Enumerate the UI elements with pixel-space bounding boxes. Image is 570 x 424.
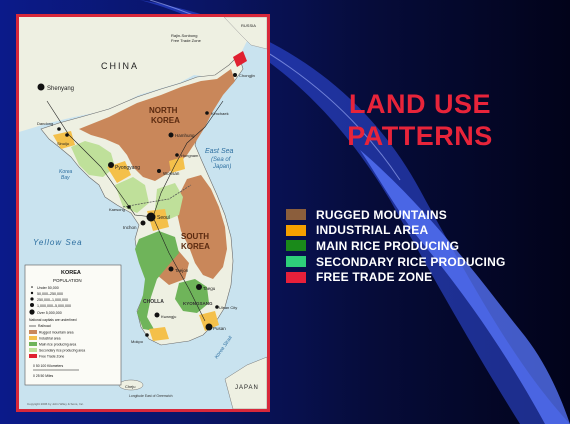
- label-russia: RUSSIA: [241, 23, 256, 28]
- region-cholla: CHOLLA: [143, 299, 164, 305]
- legend-item-main-rice: MAIN RICE PRODUCING: [286, 238, 506, 254]
- inset-area-5: Free Trade Zone: [39, 355, 64, 359]
- inset-railroad: Railroad: [38, 324, 51, 328]
- city-cheju: Cheju: [125, 384, 135, 389]
- map-inset-legend: KOREA POPULATION Under 50,000 50,000–250…: [24, 264, 122, 386]
- slide-title-line2: PATTERNS: [347, 121, 493, 151]
- label-south-2: KOREA: [181, 242, 210, 251]
- legend-item-secondary-rice: SECONDARY RICE PRODUCING: [286, 254, 506, 270]
- inset-pop-4: 1,000,000–5,000,000: [37, 304, 71, 308]
- label-free-trade-2: Free Trade Zone: [171, 38, 202, 43]
- inset-pop-2: 50,000–250,000: [37, 292, 63, 296]
- map-copyright: Copyright 2006 by John Wiley & Sons, Inc…: [27, 402, 84, 406]
- inset-population-heading: POPULATION: [53, 278, 82, 283]
- label-north-2: KOREA: [151, 116, 180, 125]
- city-taegu: Taegu: [203, 286, 216, 291]
- inset-title: KOREA: [61, 270, 81, 276]
- city-mokpo: Mokpo: [131, 339, 144, 344]
- map-graphic: CHINA RUSSIA Rajin-Sonbong Free Trade Zo…: [19, 17, 267, 409]
- legend-swatch-main-rice: [286, 240, 306, 252]
- label-japan: JAPAN: [235, 385, 259, 391]
- region-kyongsang: KYONGSANG: [183, 301, 213, 306]
- city-dandong: Dandong: [37, 121, 53, 126]
- city-kimchaek: Kimchaek: [211, 111, 229, 116]
- city-hamhung: Hamhung: [175, 133, 195, 138]
- city-wonsan: Wonsan: [163, 171, 180, 176]
- legend-swatch-free-trade-zone: [286, 271, 306, 283]
- legend-label: RUGGED MOUNTAINS: [316, 207, 447, 222]
- city-kwangju: Kwangju: [161, 314, 176, 319]
- label-south-1: SOUTH: [181, 232, 209, 241]
- label-china: CHINA: [101, 61, 139, 71]
- city-shenyang: Shenyang: [47, 86, 74, 92]
- slide-title-line1: LAND USE: [348, 89, 491, 119]
- legend-swatch-secondary-rice: [286, 256, 306, 268]
- legend-label: MAIN RICE PRODUCING: [316, 238, 460, 253]
- map-frame: CHINA RUSSIA Rajin-Sonbong Free Trade Zo…: [16, 14, 270, 412]
- city-hungnam: Hungnam: [181, 153, 199, 158]
- slide-title: LAND USE PATTERNS: [322, 88, 518, 152]
- inset-area-1: Rugged mountain area: [39, 331, 74, 335]
- map-projection: Longitude East of Greenwich: [129, 394, 173, 398]
- legend-item-free-trade-zone: FREE TRADE ZONE: [286, 269, 506, 285]
- legend-label: INDUSTRIAL AREA: [316, 223, 429, 238]
- legend-item-industrial-area: INDUSTRIAL AREA: [286, 223, 506, 239]
- label-east-sea-2: (Sea of: [211, 157, 232, 163]
- city-pusan: Pusan: [213, 326, 226, 331]
- legend-label: FREE TRADE ZONE: [316, 270, 433, 285]
- inset-area-3: Main rice producing area: [39, 343, 76, 347]
- inset-scale-miles: 0 25 50 Miles: [33, 374, 53, 378]
- city-chongjin: Chongjin: [239, 73, 255, 78]
- city-taejon: Taejon: [175, 268, 189, 273]
- label-east-sea-1: East Sea: [205, 148, 234, 155]
- inset-pop-3: 250,000–1,000,000: [37, 298, 68, 302]
- inset-capital-note: National capitals are underlined: [29, 318, 77, 322]
- legend-item-rugged-mountains: RUGGED MOUNTAINS: [286, 207, 506, 223]
- label-free-trade-1: Rajin-Sonbong: [171, 33, 197, 38]
- label-yellow-sea: Yellow Sea: [33, 238, 83, 247]
- city-inchon: Inchon: [123, 225, 137, 230]
- city-sinuiju: Sinuiju: [57, 141, 69, 146]
- label-north-1: NORTH: [149, 106, 178, 115]
- label-korea-bay-1: Korea: [59, 169, 73, 175]
- inset-area-4: Secondary rice producing area: [39, 349, 85, 353]
- label-east-sea-3: Japan): [212, 164, 231, 170]
- inset-pop-5: Over 5,000,000: [37, 311, 62, 315]
- city-ulsan: Ulsan City: [219, 305, 237, 310]
- city-kaesong: Kaesong: [109, 207, 125, 212]
- inset-area-2: Industrial area: [39, 337, 61, 341]
- label-korea-bay-2: Bay: [61, 175, 70, 181]
- city-pyongyang: Pyongyang: [115, 165, 140, 171]
- inset-scale-km: 0 50 100 Kilometers: [33, 364, 63, 368]
- korea-land-use-map: CHINA RUSSIA Rajin-Sonbong Free Trade Zo…: [19, 17, 267, 409]
- land-use-legend: RUGGED MOUNTAINS INDUSTRIAL AREA MAIN RI…: [286, 207, 506, 285]
- legend-swatch-industrial-area: [286, 224, 306, 236]
- city-seoul: Seoul: [157, 215, 170, 221]
- legend-label: SECONDARY RICE PRODUCING: [316, 254, 506, 269]
- inset-pop-1: Under 50,000: [37, 286, 59, 290]
- legend-swatch-rugged-mountains: [286, 209, 306, 221]
